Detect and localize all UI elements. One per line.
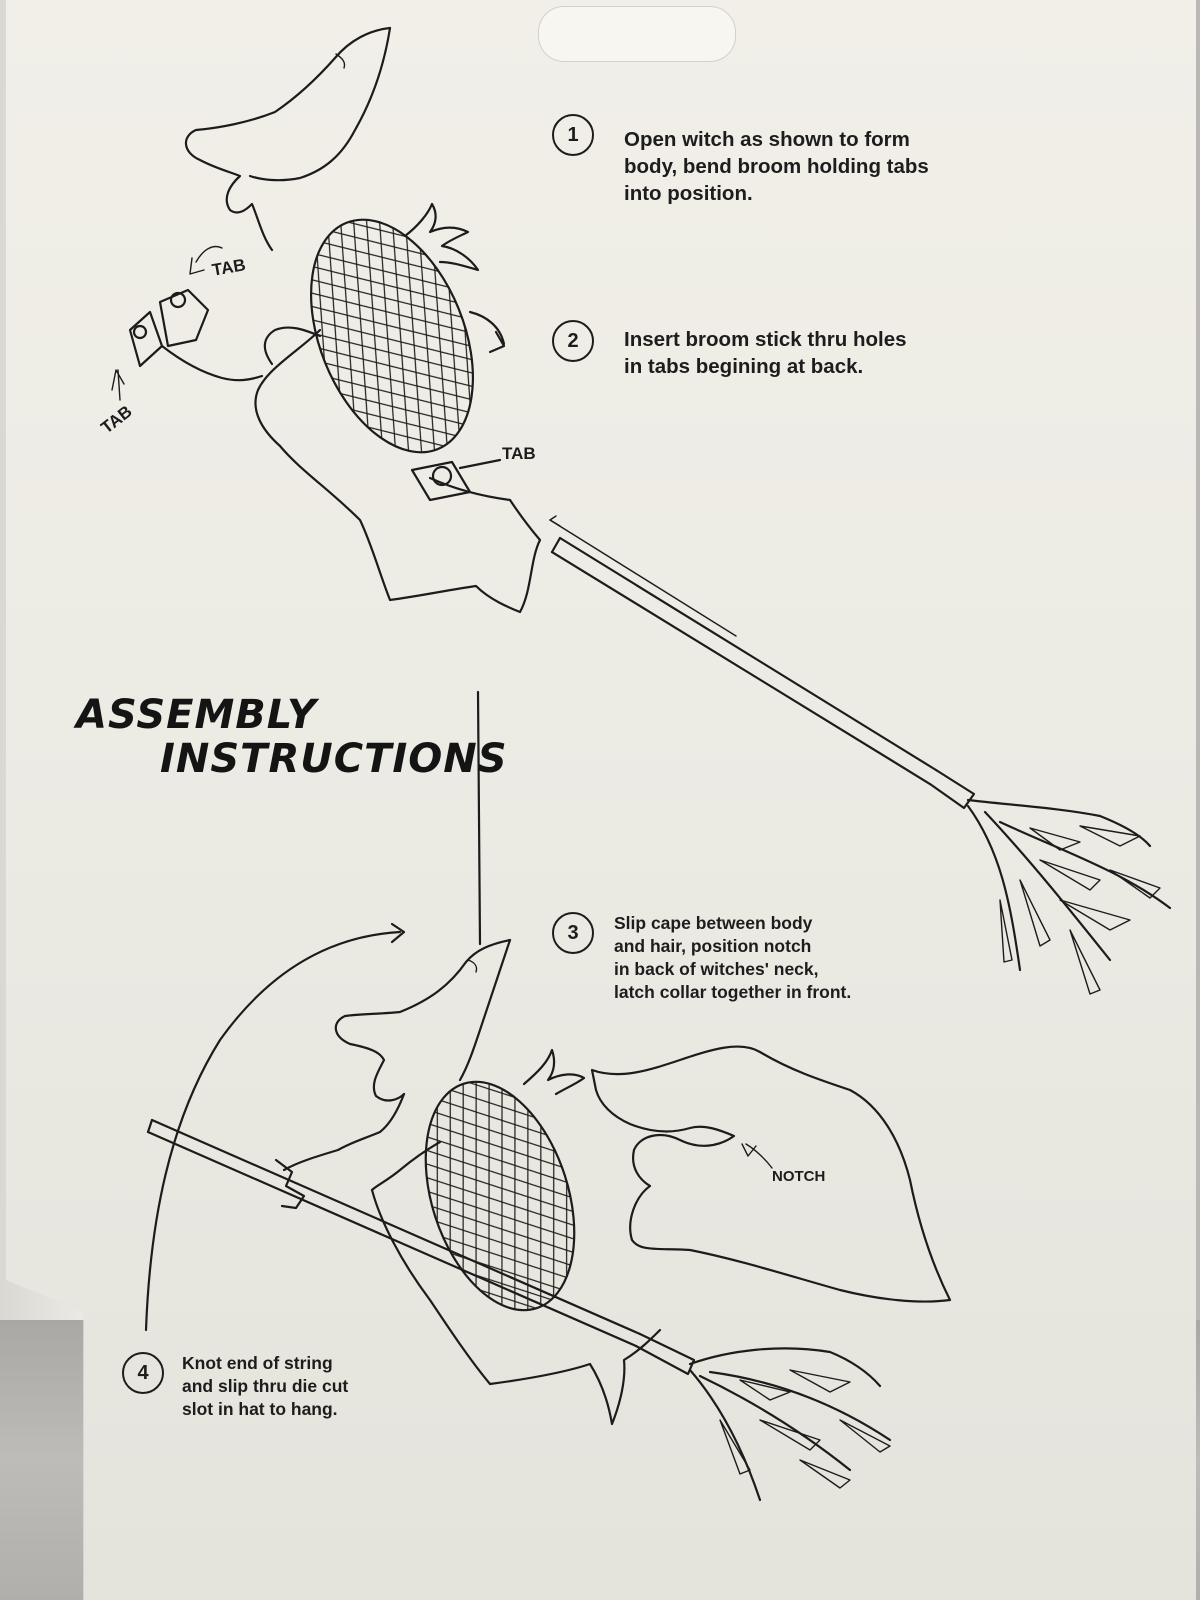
step-4-text: Knot end of string and slip thru die cut… (182, 1352, 348, 1421)
step-3-number: 3 (552, 912, 594, 954)
step-3: 3 Slip cape between body and hair, posit… (552, 912, 952, 1022)
broom-top-bristles (968, 800, 1170, 994)
hanging-string (478, 692, 480, 944)
label-tab-bottom: TAB (502, 444, 536, 464)
step-4: 4 Knot end of string and slip thru die c… (122, 1352, 422, 1432)
assembly-title-line1: ASSEMBLY (76, 692, 317, 738)
witch-bottom-cape (592, 1047, 950, 1302)
witch-top-hat (186, 28, 390, 250)
step-2-number: 2 (552, 320, 594, 362)
assembly-title-line2: INSTRUCTIONS (160, 736, 508, 782)
step-2: 2 Insert broom stick thru holes in tabs … (552, 320, 1012, 390)
step-3-text: Slip cape between body and hair, positio… (614, 912, 851, 1004)
witch-top-hat-brim (250, 28, 390, 180)
step-1: 1 Open witch as shown to form body, bend… (552, 114, 1012, 214)
label-notch: NOTCH (772, 1168, 825, 1185)
witch-bottom-honeycomb (399, 1063, 601, 1329)
step-1-text: Open witch as shown to form body, bend b… (624, 126, 929, 207)
broom-bottom-bristles (690, 1348, 890, 1500)
string-arc (146, 932, 400, 1330)
step-1-number: 1 (552, 114, 594, 156)
broom-top-stick (552, 552, 930, 784)
step-4-number: 4 (122, 1352, 164, 1394)
step-2-text: Insert broom stick thru holes in tabs be… (624, 326, 907, 380)
